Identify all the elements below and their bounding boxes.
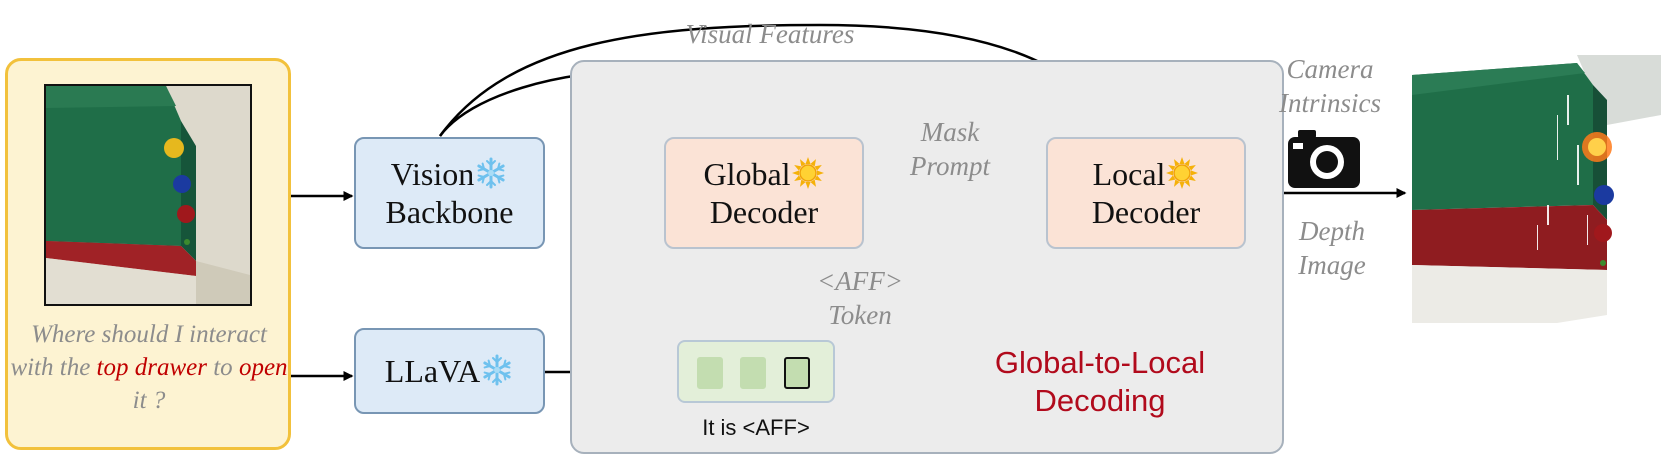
vision-label: Vision [390,156,475,192]
vision-backbone-module: Vision Backbone [354,137,545,249]
sun-icon [1165,156,1199,192]
global-label: Global [703,156,791,192]
text-token [740,357,766,389]
local-decoder-label: Decoder [1091,194,1201,230]
snowflake-icon [480,353,514,389]
depth-label: Depth [1299,216,1365,246]
camera-icon [1288,130,1360,193]
camera-label: Camera [1286,54,1374,84]
question-text: Where should I interact with the top dra… [8,318,290,417]
image-label: Image [1298,250,1366,280]
question-highlight-target: top drawer [96,354,207,381]
aff-token-label: <AFF> Token [800,264,920,332]
question-part1: Where should I interact with the [10,321,267,381]
global-decoder-label: Decoder [709,194,819,230]
text-token [697,357,723,389]
backbone-label: Backbone [385,194,514,230]
token-caption: It is <AFF> [702,415,810,440]
sun-icon [791,156,825,192]
intrinsics-label: Intrinsics [1278,88,1381,118]
mask-prompt-label: Mask Prompt [890,115,1010,183]
input-image [44,84,252,306]
local-label: Local [1092,156,1166,192]
llava-label: LLaVA [384,353,481,389]
aff-token [784,357,810,389]
question-part2: to [206,354,239,381]
visual-features-label: Visual Features [685,19,855,49]
local-decoder-module: Local Decoder [1046,137,1246,249]
global-decoder-module: Global Decoder [664,137,864,249]
snowflake-icon [474,156,508,192]
question-part3: it ? [132,387,166,414]
g2l-title-line1: Global-to-Local [994,345,1206,380]
mask-label: Mask [920,117,980,147]
llava-module: LLaVA [354,328,545,414]
g2l-title-line2: Decoding [1034,383,1166,418]
output-pointcloud-image [1407,55,1661,345]
token-sequence [677,340,835,403]
depth-image-label: Depth Image [1262,214,1402,282]
prompt-label: Prompt [910,151,990,181]
decoding-panel-title: Global-to-Local Decoding [955,344,1245,420]
camera-intrinsics-label: Camera Intrinsics [1260,52,1400,120]
aff-label: <AFF> [817,266,903,296]
token-label: Token [828,300,892,330]
question-highlight-action: open [238,354,288,381]
